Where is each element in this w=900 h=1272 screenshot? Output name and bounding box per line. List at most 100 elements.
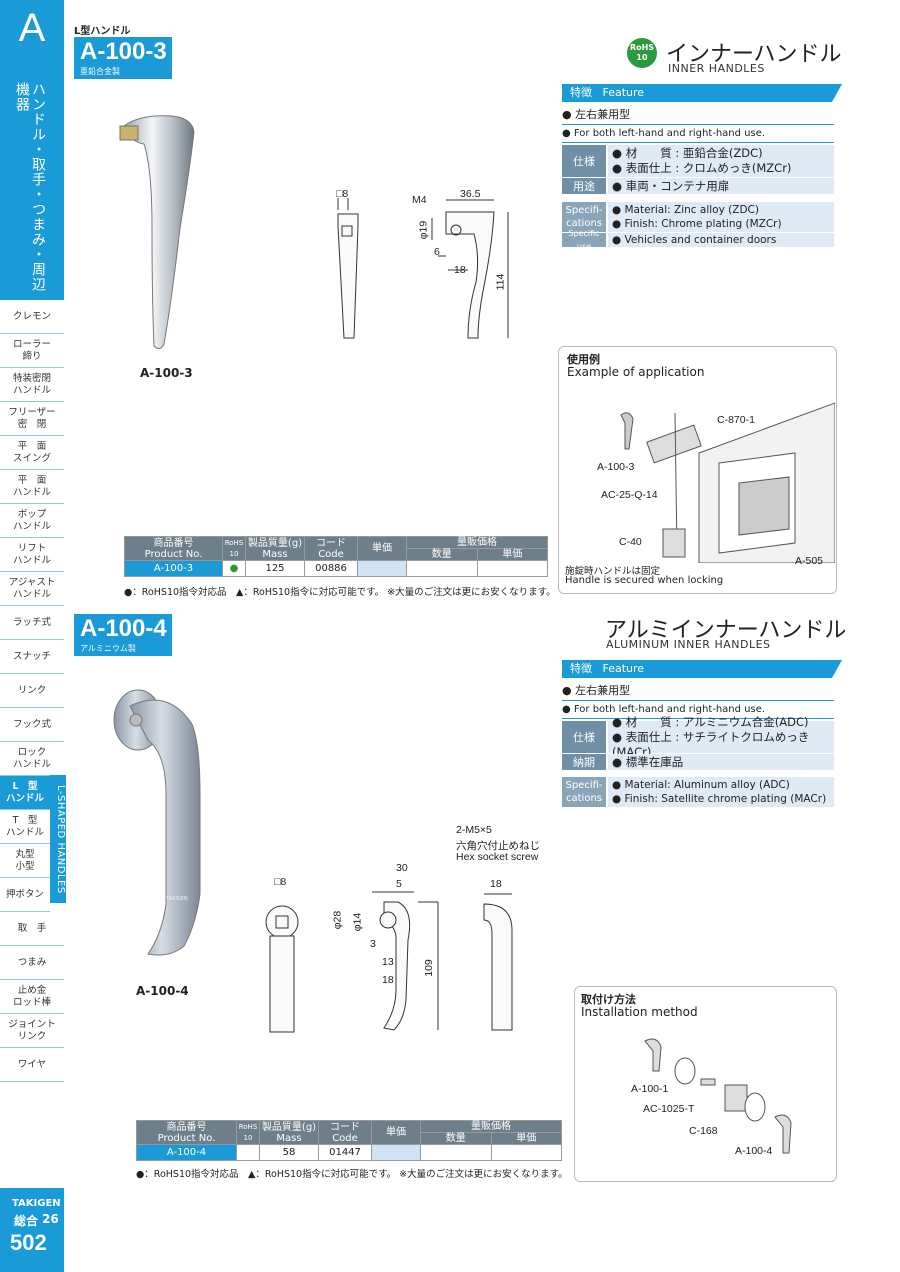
app-title-en: Example of application <box>567 365 705 379</box>
dim-18-width: 18 <box>490 878 502 890</box>
sidebar-item-4[interactable]: 平 面 スイング <box>0 436 64 470</box>
sidebar-footer: TAKIGEN 総合 26 502 <box>0 1188 64 1272</box>
product-title-jp: アルミインナーハンドル <box>605 617 847 642</box>
sidebar-item-6[interactable]: ボップ ハンドル <box>0 504 64 538</box>
sidebar-item-22[interactable]: ワイヤ <box>0 1048 64 1082</box>
sidebar-item-10[interactable]: スナッチ <box>0 640 64 674</box>
sidebar-item-18[interactable]: 取 手 <box>0 912 64 946</box>
spec-label-en: Specifi- cations <box>562 202 606 232</box>
section-vertical-title: ハンドル・取手・つまみ・周辺機器 <box>14 82 46 292</box>
dimension-drawing-a-100-4 <box>265 891 513 1033</box>
sidebar-item-3[interactable]: フリーザー 密 閉 <box>0 402 64 436</box>
spec-material-jp: ● 材 質 : 亜鉛合金(ZDC) <box>612 146 763 160</box>
spec-finish-en: ● Finish: Satellite chrome plating (MACr… <box>612 793 827 805</box>
category-label: L型ハンドル <box>74 26 131 37</box>
dim-6: 6 <box>434 246 440 258</box>
dim-18: 18 <box>382 974 394 986</box>
feature-bar: 特徴 Feature <box>562 84 842 102</box>
dim-phi19: φ19 <box>417 220 430 240</box>
app-label-a-505: A-505 <box>795 555 824 567</box>
sidebar-item-21[interactable]: ジョイント リンク <box>0 1014 64 1048</box>
spec-row-jp: 仕様 ● 材 質 : アルミニウム合金(ADC) ● 表面仕上 : サチライトク… <box>562 715 834 759</box>
rohs-note: ●：RoHS10指令対応品 ▲：RoHS10指令に対応可能です。 ※大量のご注文… <box>124 587 556 598</box>
sidebar-item-17[interactable]: 押ボタン <box>0 878 50 912</box>
product-title-en: INNER HANDLES <box>668 62 765 75</box>
sidebar-item-0[interactable]: クレモン <box>0 300 64 334</box>
use-label-en: Specific use <box>562 229 606 251</box>
catalog-label: 総合 <box>14 1214 39 1228</box>
sidebar-item-20[interactable]: 止め金 ロッド棒 <box>0 980 64 1014</box>
table-row: A-100-3 ● 125 00886 <box>124 560 548 577</box>
spec-row-jp: 仕様 ● 材 質 : 亜鉛合金(ZDC) ● 表面仕上 : クロムめっき(MZC… <box>562 145 834 177</box>
dim-square: □8 <box>336 188 349 200</box>
model-material: アルミニウム製 <box>80 644 136 653</box>
sidebar-header: A ハンドル・取手・つまみ・周辺機器 <box>0 0 64 300</box>
dim-3: 3 <box>370 938 376 950</box>
dim-114: 114 <box>494 273 507 291</box>
install-label-c-168: C-168 <box>689 1125 718 1137</box>
use-label-jp: 用途 <box>562 178 606 194</box>
dim-18: 18 <box>454 264 466 276</box>
section-letter: A <box>18 6 46 50</box>
sidebar-item-14[interactable]: L 型 ハンドル <box>0 776 50 810</box>
sidebar-item-2[interactable]: 特装密閉 ハンドル <box>0 368 64 402</box>
feature-en: ● For both left-hand and right-hand use. <box>562 701 834 719</box>
installation-illustration <box>644 1038 792 1154</box>
app-note-jp: 施錠時ハンドルは固定 <box>565 566 661 577</box>
dimension-drawing-a-100-3 <box>337 198 509 339</box>
sidebar-item-16[interactable]: 丸型 小型 <box>0 844 50 878</box>
application-illustration <box>620 402 835 563</box>
dim-phi14: φ14 <box>351 912 364 932</box>
catalog-number: 26 <box>42 1212 59 1226</box>
spec-label-jp: 仕様 <box>562 145 606 177</box>
model-badge-a-100-3: A-100-3 亜鉛合金製 <box>74 37 172 79</box>
product-title-en: ALUMINUM INNER HANDLES <box>606 638 771 651</box>
product-photo-a-100-4 <box>113 689 201 956</box>
sidebar-item-13[interactable]: ロック ハンドル <box>0 742 64 776</box>
app-note-en: Handle is secured when locking <box>565 575 724 586</box>
install-label-a-100-1: A-100-1 <box>631 1083 669 1095</box>
dim-30: 30 <box>396 862 408 874</box>
spec-row-en: Specifi- cations ● Material: Zinc alloy … <box>562 202 834 232</box>
use-row-en: Specific use ● Vehicles and container do… <box>562 229 834 251</box>
app-label-ac-25-q-14: AC-25-Q-14 <box>601 489 658 501</box>
sidebar-item-9[interactable]: ラッチ式 <box>0 606 64 640</box>
rohs-header: RoHS 10 <box>222 536 246 561</box>
stock-jp: ● 標準在庫品 <box>608 754 834 770</box>
sidebar-item-8[interactable]: アジャスト ハンドル <box>0 572 64 606</box>
sidebar-item-19[interactable]: つまみ <box>0 946 64 980</box>
sidebar-item-5[interactable]: 平 面 ハンドル <box>0 470 64 504</box>
model-code: A-100-3 <box>80 38 167 65</box>
dim-phi28: φ28 <box>331 910 344 930</box>
feature-jp: ● 左右兼用型 <box>562 106 834 125</box>
dim-13: 13 <box>382 956 394 968</box>
rohs-badge-icon: RoHS 10 <box>627 38 657 68</box>
install-label-a-100-4: A-100-4 <box>735 1145 773 1157</box>
dim-m4: M4 <box>412 194 427 206</box>
model-material: 亜鉛合金製 <box>80 67 120 76</box>
screw-spec-en: Hex socket screw <box>456 851 539 863</box>
use-en: ● Vehicles and container doors <box>608 233 834 247</box>
screw-spec-jp: 六角穴付止めねじ <box>456 840 540 852</box>
use-row-jp: 用途 ● 車両・コンテナ用扉 <box>562 178 834 194</box>
spec-finish-en: ● Finish: Chrome plating (MZCr) <box>612 218 782 230</box>
install-label-ac-1025-t: AC-1025-T <box>643 1103 695 1115</box>
install-title-en: Installation method <box>581 1005 698 1019</box>
sidebar-item-1[interactable]: ローラー 締り <box>0 334 64 368</box>
page-number: 502 <box>10 1230 47 1255</box>
photo-caption: A-100-3 <box>140 366 193 380</box>
application-example-panel: 使用例 Example of application C-870-1 A-100… <box>558 346 837 594</box>
spec-material-jp: ● 材 質 : アルミニウム合金(ADC) <box>612 714 809 729</box>
active-tab-en-label: L-SHAPED HANDLES <box>50 775 66 903</box>
sidebar-item-15[interactable]: T 型 ハンドル <box>0 810 50 844</box>
spec-row-en: Specifi- cations ● Material: Aluminum al… <box>562 777 834 807</box>
installation-method-panel: 取付け方法 Installation method A-100-1 AC-102… <box>574 986 837 1182</box>
app-title-jp: 使用例 <box>567 353 600 366</box>
dim-36-5: 36.5 <box>460 188 481 200</box>
rohs-note: ●：RoHS10指令対応品 ▲：RoHS10指令に対応可能です。 ※大量のご注文… <box>136 1169 568 1180</box>
screw-spec: 2-M5×5 <box>456 824 492 836</box>
sidebar-item-12[interactable]: フック式 <box>0 708 64 742</box>
sidebar-item-11[interactable]: リンク <box>0 674 64 708</box>
sidebar-item-7[interactable]: リフト ハンドル <box>0 538 64 572</box>
